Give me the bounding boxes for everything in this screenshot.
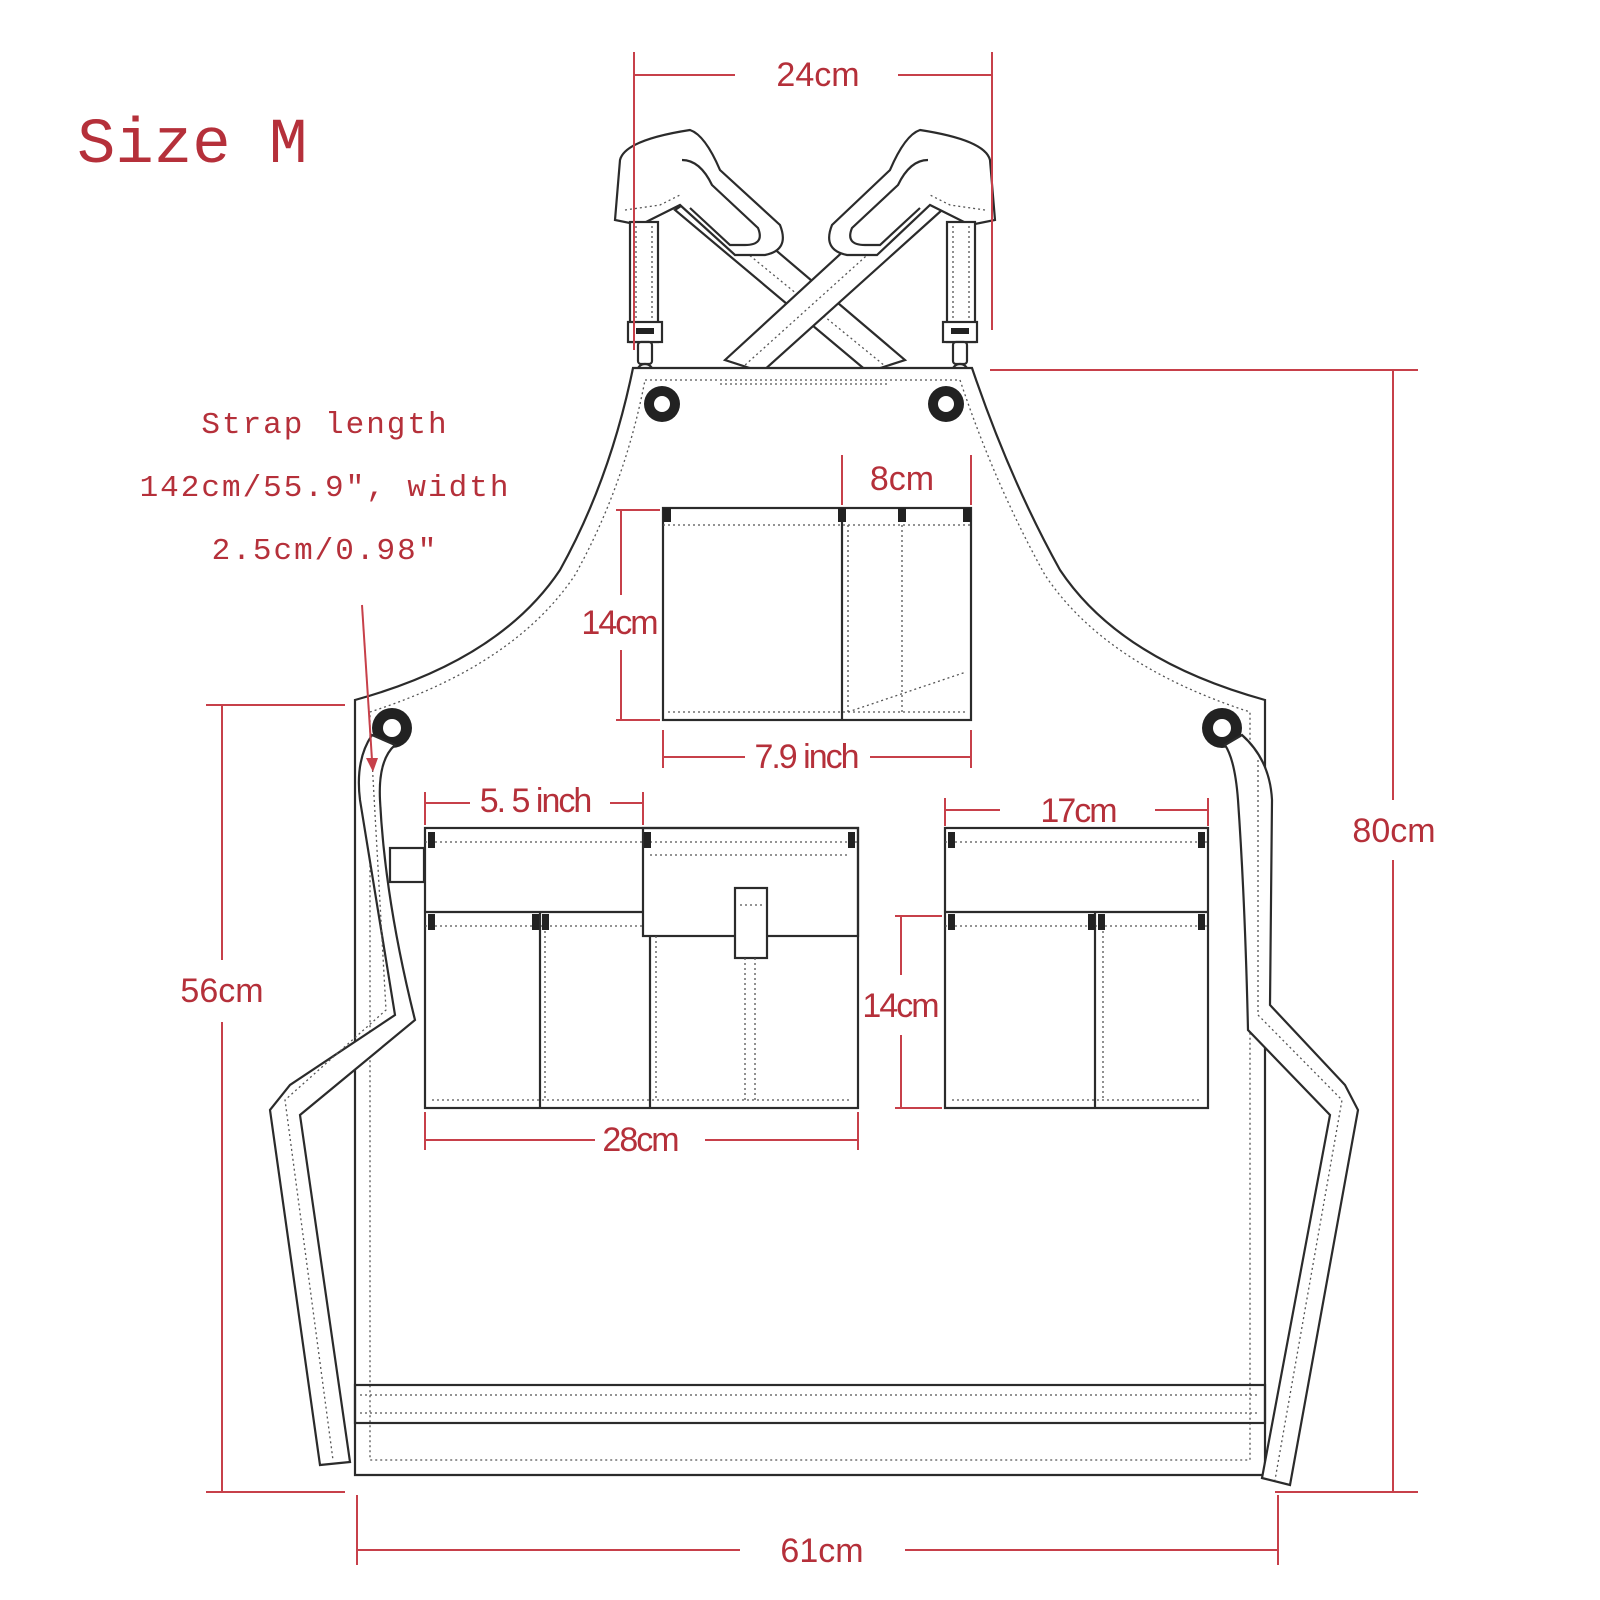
chest-pocket-height-label: 14cm [581, 604, 657, 642]
chest-pocket-width-label: 7.9 inch [754, 738, 857, 776]
chest-pocket-divider-label: 8cm [870, 460, 934, 498]
left-pocket-width-label: 28cm [602, 1121, 678, 1159]
bottom-width-label: 61cm [780, 1532, 863, 1570]
shoulder-straps [613, 128, 997, 382]
total-height-label: 80cm [1352, 812, 1435, 850]
right-pocket-height-label: 14cm [862, 987, 938, 1025]
left-pocket-section-label: 5. 5 inch [480, 782, 591, 820]
waist-ties [268, 733, 1360, 1487]
strap-note-line-3: 2.5cm/0.98" [212, 534, 439, 569]
size-title: Size M [77, 110, 307, 182]
dimension-lines [206, 52, 1418, 1565]
right-pocket [943, 826, 1210, 1110]
right-pocket-width-label: 17cm [1040, 792, 1116, 830]
strap-note-line-1: Strap length [201, 408, 448, 443]
strap-note-line-2: 142cm/55.9", width [140, 471, 511, 506]
lower-height-label: 56cm [180, 972, 263, 1010]
top-strap-span-label: 24cm [776, 56, 859, 94]
chest-pocket [661, 506, 973, 722]
left-tool-pocket [423, 826, 860, 1110]
